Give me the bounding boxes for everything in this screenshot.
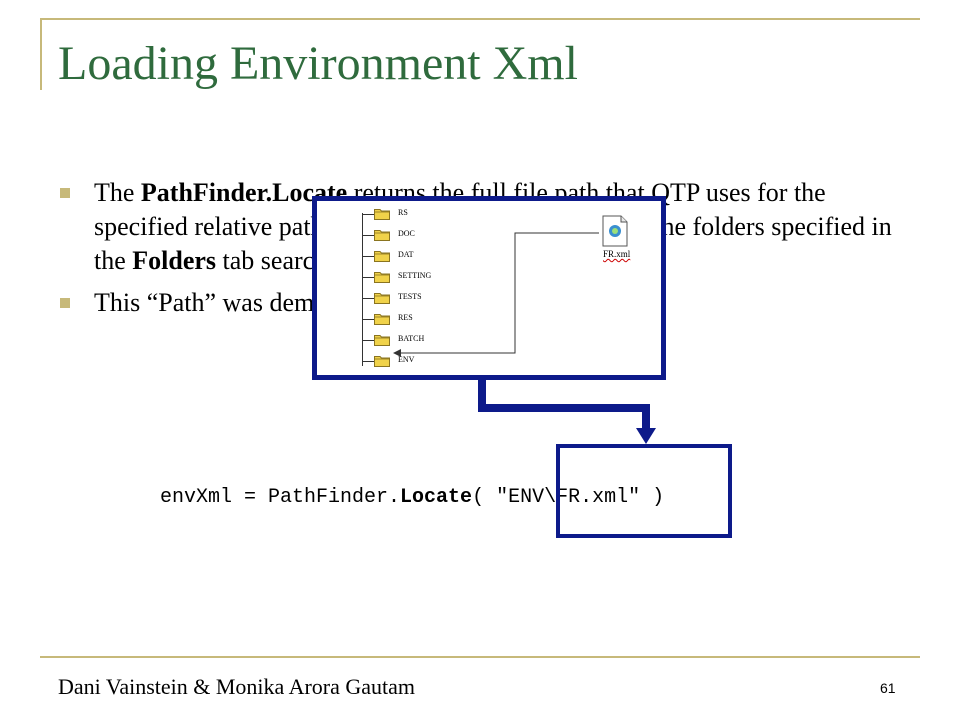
tree-branch — [362, 319, 374, 320]
file-icon — [602, 215, 628, 247]
tree-branch — [362, 277, 374, 278]
code-suffix: ( "ENV\FR.xml" ) — [472, 486, 665, 509]
folder-label: RS — [398, 208, 408, 217]
bullet-marker — [60, 298, 70, 308]
overlay-arrow-line — [478, 380, 650, 432]
folder-label: BATCH — [398, 334, 425, 343]
bullet-text: The — [94, 178, 141, 207]
file-connector — [393, 232, 599, 357]
folder-icon — [374, 251, 390, 262]
folder-icon — [374, 230, 390, 241]
tree-branch — [362, 361, 374, 362]
folder-label: ENV — [398, 355, 415, 364]
folder-label: RES — [398, 313, 413, 322]
slide-title: Loading Environment Xml — [58, 37, 578, 90]
file-connector-head — [393, 349, 401, 357]
code-prefix: envXml = PathFinder. — [160, 486, 401, 509]
folder-tree-panel: RS DOC DAT SETTING TESTS RES BATCH ENV FR.xml — [312, 196, 666, 380]
tree-branch — [362, 298, 374, 299]
bullet-marker — [60, 188, 70, 198]
folder-icon — [374, 356, 390, 367]
folder-label: TESTS — [398, 292, 422, 301]
file-name-label: FR.xml — [603, 249, 631, 259]
folder-icon — [374, 335, 390, 346]
footer-authors: Dani Vainstein & Monika Arora Gautam — [58, 674, 416, 699]
bullet-bold-text: Folders — [132, 246, 217, 275]
tree-trunk — [362, 213, 363, 366]
tree-branch — [362, 256, 374, 257]
tree-branch — [362, 235, 374, 236]
folder-label: DAT — [398, 250, 414, 259]
code-method: Locate — [400, 486, 473, 509]
code-line: envXml = PathFinder.Locate( "ENV\FR.xml"… — [160, 486, 664, 509]
file-connector-line — [401, 232, 599, 354]
page-number: 61 — [880, 680, 896, 696]
slide-frame-left — [40, 18, 42, 90]
folder-icon — [374, 209, 390, 220]
slide-frame-bottom — [40, 656, 920, 658]
folder-label: SETTING — [398, 271, 432, 280]
argument-highlight-box — [556, 444, 732, 538]
folder-label: DOC — [398, 229, 415, 238]
folder-icon — [374, 272, 390, 283]
tree-branch — [362, 340, 374, 341]
overlay-arrow-head — [636, 428, 656, 444]
tree-branch — [362, 214, 374, 215]
folder-icon — [374, 314, 390, 325]
folder-icon — [374, 293, 390, 304]
slide-frame-top — [40, 18, 920, 20]
